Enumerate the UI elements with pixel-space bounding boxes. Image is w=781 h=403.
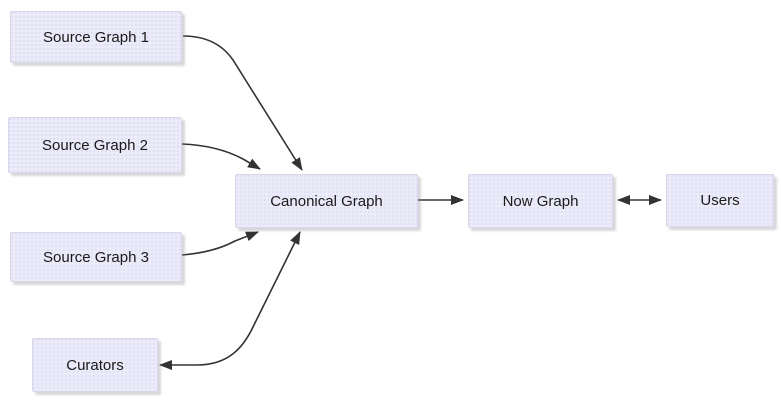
node-source-graph-2-label: Source Graph 2	[42, 136, 148, 154]
node-users: Users	[666, 174, 774, 227]
edge-source-graph-3-to-canonical-graph	[181, 231, 259, 256]
node-canonical-graph: Canonical Graph	[235, 174, 418, 228]
node-source-graph-1: Source Graph 1	[10, 11, 182, 63]
node-source-graph-3: Source Graph 3	[10, 232, 182, 282]
node-canonical-graph-label: Canonical Graph	[270, 192, 383, 210]
node-now-graph-label: Now Graph	[502, 192, 579, 210]
edge-canonical-graph-curators-bidirectional	[159, 231, 301, 370]
node-source-graph-3-label: Source Graph 3	[43, 248, 149, 266]
edge-source-graph-1-to-canonical-graph	[182, 35, 303, 171]
node-users-label: Users	[700, 192, 740, 209]
edge-source-graph-2-to-canonical-graph	[181, 143, 261, 170]
node-curators-label: Curators	[66, 356, 124, 374]
node-curators: Curators	[32, 338, 158, 392]
node-source-graph-1-label: Source Graph 1	[43, 28, 149, 46]
node-now-graph: Now Graph	[468, 174, 613, 228]
node-source-graph-2: Source Graph 2	[8, 117, 182, 173]
